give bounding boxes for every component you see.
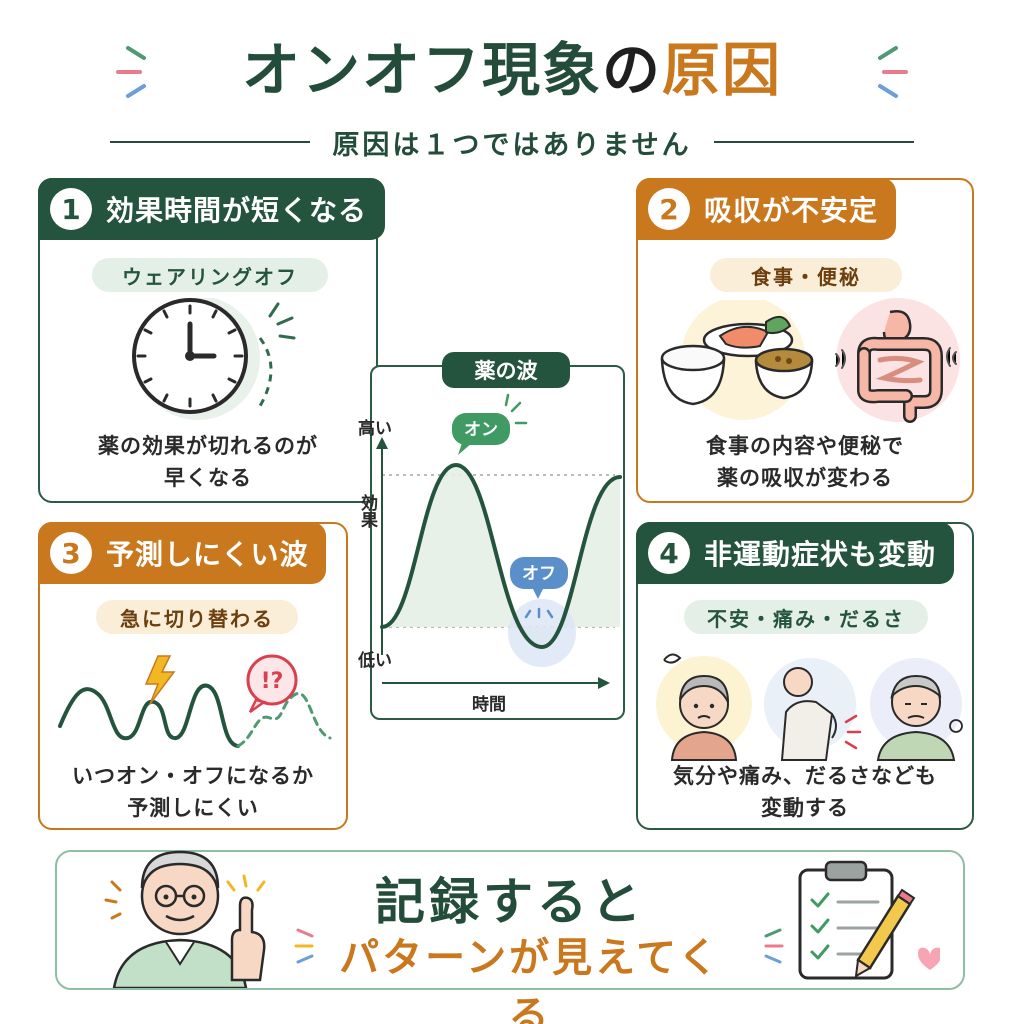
card-4-description: 気分や痛み、だるさなども 変動する (638, 760, 972, 824)
card-2-title: 吸収が不安定 (704, 194, 879, 227)
card-4-tag: 不安・痛み・だるさ (684, 600, 928, 634)
card-2-desc-line2: 薬の吸収が変わる (717, 466, 893, 490)
card-2-tag: 食事・便秘 (710, 258, 902, 292)
card-1-desc-line1: 薬の効果が切れるのが (98, 434, 318, 458)
unpredictable-wave-icon: !? (58, 654, 332, 748)
y-axis-high-label: 高い (358, 419, 392, 439)
subtitle-divider-right (713, 141, 915, 143)
doctor-pointing-icon (104, 850, 266, 988)
subtitle-row: 原因は１つではありません (110, 120, 915, 164)
on-label: オン (464, 420, 498, 440)
sparkle-left-icon (116, 46, 146, 98)
pencil-icon (854, 888, 916, 978)
card-2-header: 2 吸収が不安定 (636, 178, 897, 240)
card-1-number: 1 (50, 188, 92, 230)
card-3-tag: 急に切り替わる (96, 600, 298, 634)
off-label: オフ (522, 564, 556, 584)
y-axis-label: 効果 (357, 494, 377, 528)
people-symptoms-icon (656, 653, 963, 761)
card-3: 3 予測しにくい波 急に切り替わる !? いつオン・オフになるか 予測しにくい (38, 522, 348, 830)
question-bubble-icon (246, 654, 298, 706)
card-4-desc-line1: 気分や痛み、だるさなども (673, 764, 937, 788)
card-1: 1 効果時間が短くなる ウェアリングオフ 薬の効果が切れるのが 早くなる (38, 178, 386, 503)
banner-line-1: 記録すると (375, 873, 645, 931)
card-4-title: 非運動症状も変動 (704, 538, 937, 571)
title-main: オンオフ現象 (241, 36, 602, 104)
card-3-description: いつオン・オフになるか 予測しにくい (40, 760, 346, 824)
card-2-number: 2 (648, 188, 690, 230)
card-3-desc-line2: 予測しにくい (127, 796, 259, 820)
lightning-icon (144, 655, 176, 705)
card-1-tag: ウェアリングオフ (92, 258, 328, 292)
intestine-icon (835, 298, 960, 423)
y-axis-low-label: 低い (358, 651, 392, 671)
card-4-header: 4 非運動症状も変動 (636, 522, 955, 584)
card-3-header: 3 予測しにくい波 (38, 522, 327, 584)
x-axis-label: 時間 (472, 695, 506, 715)
card-1-desc-line2: 早くなる (164, 466, 252, 490)
meal-icon (660, 300, 814, 420)
clipboard-icon (798, 860, 940, 980)
question-bubble-text: !? (261, 669, 284, 694)
card-1-description: 薬の効果が切れるのが 早くなる (40, 430, 376, 494)
medicine-wave-graph: オン オフ (376, 393, 622, 689)
medicine-wave-tag: 薬の波 (442, 352, 570, 388)
card-3-desc-line1: いつオン・オフになるか (72, 764, 314, 788)
card-2-description: 食事の内容や便秘で 薬の吸収が変わる (638, 430, 972, 494)
card-4-number: 4 (648, 532, 690, 574)
card-4-desc-line2: 変動する (761, 796, 849, 820)
card-4: 4 非運動症状も変動 不安・痛み・だるさ 気分や痛み、だるさなども 変動する (636, 522, 974, 830)
card-3-number: 3 (50, 532, 92, 574)
card-1-header: 1 効果時間が短くなる (38, 178, 386, 240)
title-accent: 原因 (662, 36, 783, 104)
banner-sparkle-right-icon (764, 928, 784, 964)
sparkle-right-icon (878, 46, 908, 98)
card-2-desc-line1: 食事の内容や便秘で (706, 434, 904, 458)
banner-line-2: パターンが見えてくる (339, 935, 721, 1024)
heart-icon (918, 947, 940, 970)
card-3-title: 予測しにくい波 (106, 538, 309, 571)
card-2: 2 吸収が不安定 食事・便秘 食事の内容や便秘で 薬の吸収が変わる (636, 178, 974, 503)
wave-line (380, 462, 622, 650)
title-particle: の (601, 36, 662, 104)
page-title: オンオフ現象の原因 (0, 30, 1024, 110)
banner-sparkle-icon (294, 928, 314, 964)
subtitle-divider-left (110, 141, 311, 143)
subtitle: 原因は１つではありません (332, 129, 692, 161)
clock-icon (132, 298, 296, 420)
card-1-title: 効果時間が短くなる (106, 194, 368, 227)
